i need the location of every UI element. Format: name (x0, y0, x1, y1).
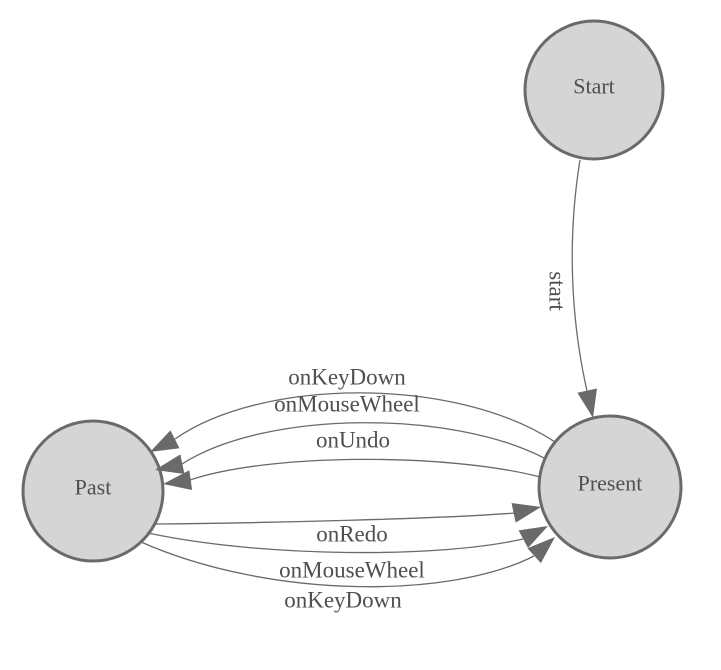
arrowhead-icon (155, 454, 185, 474)
state-node-present (537, 414, 683, 560)
arrowhead-icon (150, 430, 180, 452)
arrowhead-icon (577, 388, 597, 418)
transition-label-past-to-present-5: onMouseWheel (279, 558, 425, 583)
transition-edge-past-to-present (147, 532, 524, 554)
transition-label-present-to-past-3: onUndo (316, 428, 390, 453)
transition-edge-present-to-past (181, 422, 545, 465)
state-node-past (21, 419, 165, 563)
transition-label-start-to-present-0: start (545, 271, 570, 311)
state-node-start (523, 19, 665, 161)
transition-label-past-to-present-6: onKeyDown (284, 588, 402, 613)
transition-edge-start-to-present (571, 159, 588, 392)
transition-edge-past-to-present (140, 541, 535, 588)
state-node-label-start: Start (573, 74, 615, 99)
state-node-label-past: Past (75, 475, 112, 500)
transition-edge-present-to-past (174, 392, 556, 443)
arrowhead-icon (511, 503, 541, 523)
arrowhead-icon (163, 470, 193, 491)
arrowhead-icon (527, 537, 555, 564)
transition-label-present-to-past-2: onMouseWheel (274, 392, 420, 417)
transition-edge-past-to-present (154, 512, 516, 525)
arrowhead-icon (518, 526, 548, 548)
state-node-label-present: Present (578, 471, 643, 496)
transition-edge-present-to-past (189, 458, 541, 481)
transition-label-past-to-present-4: onRedo (316, 522, 388, 547)
transition-label-present-to-past-1: onKeyDown (288, 365, 406, 390)
